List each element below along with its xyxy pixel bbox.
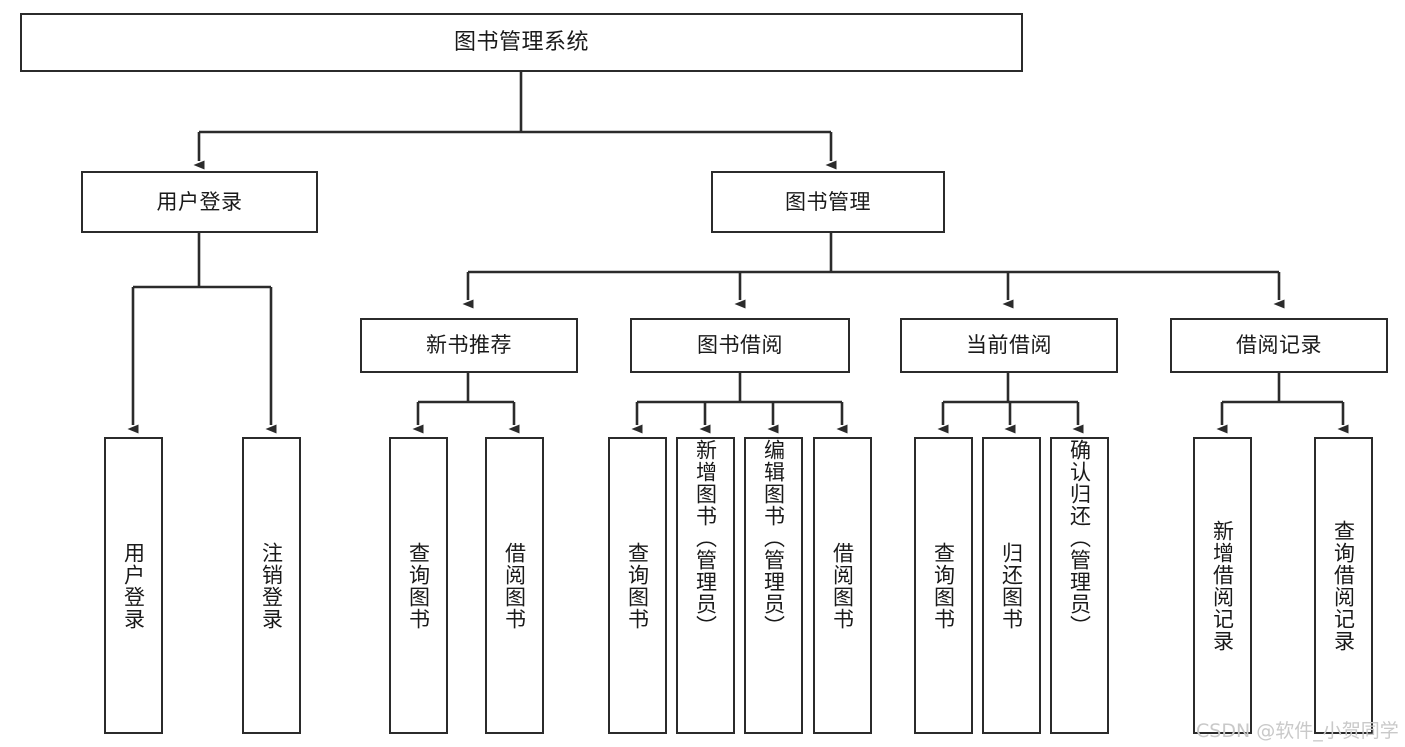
leaf-user-login[interactable]: 用户登录: [104, 437, 163, 734]
node-label: 图书管理: [785, 189, 871, 214]
node-book-borrow[interactable]: 图书借阅: [630, 318, 850, 373]
node-user-login[interactable]: 用户登录: [81, 171, 318, 233]
leaf-edit-book-admin[interactable]: 编辑图书（管理员）: [744, 437, 803, 734]
node-label: 确认归还（管理员）: [1067, 439, 1092, 637]
node-label: 新书推荐: [426, 333, 512, 358]
leaf-return-book[interactable]: 归还图书: [982, 437, 1041, 734]
leaf-confirm-return-admin[interactable]: 确认归还（管理员）: [1050, 437, 1109, 734]
node-label: 用户登录: [121, 541, 146, 630]
node-label: 注销登录: [259, 541, 284, 630]
node-root-book-management-system[interactable]: 图书管理系统: [20, 13, 1023, 72]
node-label: 新增图书（管理员）: [693, 439, 718, 637]
node-label: 借阅记录: [1236, 333, 1322, 358]
leaf-add-borrow-record[interactable]: 新增借阅记录: [1193, 437, 1252, 734]
node-label: 当前借阅: [966, 333, 1052, 358]
leaf-query-book-recommend[interactable]: 查询图书: [389, 437, 448, 734]
leaf-add-book-admin[interactable]: 新增图书（管理员）: [676, 437, 735, 734]
node-label: 查询借阅记录: [1331, 519, 1356, 652]
node-label: 图书管理系统: [453, 29, 589, 55]
node-label: 图书借阅: [697, 333, 783, 358]
leaf-query-book-current[interactable]: 查询图书: [914, 437, 973, 734]
node-borrow-record[interactable]: 借阅记录: [1170, 318, 1388, 373]
node-label: 查询图书: [931, 541, 956, 630]
node-label: 查询图书: [625, 541, 650, 630]
node-label: 借阅图书: [830, 541, 855, 630]
node-label: 归还图书: [999, 541, 1024, 630]
node-label: 借阅图书: [502, 541, 527, 630]
leaf-logout-login[interactable]: 注销登录: [242, 437, 301, 734]
node-label: 编辑图书（管理员）: [761, 439, 786, 637]
leaf-borrow-book-recommend[interactable]: 借阅图书: [485, 437, 544, 734]
node-label: 查询图书: [406, 541, 431, 630]
leaf-query-book-borrow[interactable]: 查询图书: [608, 437, 667, 734]
node-label: 用户登录: [156, 189, 243, 214]
node-current-borrow[interactable]: 当前借阅: [900, 318, 1118, 373]
leaf-query-borrow-record[interactable]: 查询借阅记录: [1314, 437, 1373, 734]
node-label: 新增借阅记录: [1210, 519, 1235, 652]
leaf-borrow-book-borrow[interactable]: 借阅图书: [813, 437, 872, 734]
node-book-management[interactable]: 图书管理: [711, 171, 945, 233]
csdn-watermark: CSDN @软件_小贺同学: [1196, 720, 1399, 742]
node-new-book-recommend[interactable]: 新书推荐: [360, 318, 578, 373]
